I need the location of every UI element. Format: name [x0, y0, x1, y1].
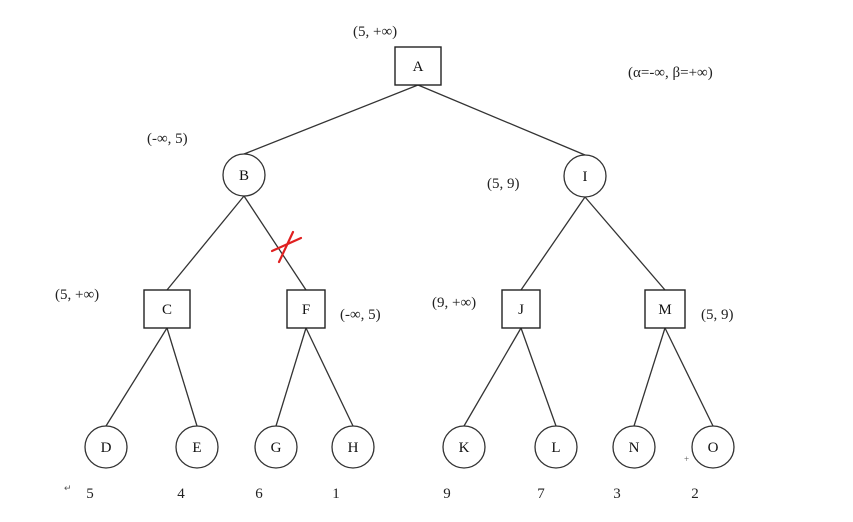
leaf-node-circle — [442, 425, 486, 469]
return-mark: ↵ — [64, 483, 72, 493]
leaf-node-circle — [254, 425, 298, 469]
plus-mark: + — [684, 454, 689, 464]
leaf-value-n: 3 — [613, 486, 621, 502]
node-label-g: G — [271, 440, 282, 456]
min-node-circle — [222, 153, 266, 197]
node-n: N — [612, 425, 656, 469]
edge-i-m — [584, 196, 666, 291]
leaf-value-d: 5 — [86, 486, 94, 502]
node-j: J — [501, 289, 541, 329]
leaf-node-circle — [331, 425, 375, 469]
node-label-h: H — [348, 440, 359, 456]
leaf-node-circle — [84, 425, 128, 469]
node-label-o: O — [708, 440, 719, 456]
node-label-n: N — [629, 440, 640, 456]
leaf-value-e: 4 — [177, 486, 185, 502]
node-label-i: I — [583, 169, 588, 185]
leaf-node-circle — [534, 425, 578, 469]
node-d: D — [84, 425, 128, 469]
edges-layer — [105, 84, 714, 427]
node-h: H — [331, 425, 375, 469]
interval-label-m: (5, 9) — [701, 307, 734, 323]
node-c: C — [143, 289, 191, 329]
leaf-value-l: 7 — [537, 486, 545, 502]
node-label-b: B — [239, 168, 249, 184]
leaf-value-h: 1 — [332, 486, 340, 502]
node-label-k: K — [459, 440, 470, 456]
max-node-box — [143, 289, 191, 329]
max-node-box — [501, 289, 541, 329]
node-label-c: C — [162, 302, 172, 318]
interval-label-i: (5, 9) — [487, 176, 520, 192]
node-label-l: L — [551, 440, 560, 456]
edge-f-g — [275, 327, 307, 427]
edge-a-b — [243, 84, 419, 155]
prune-cut-mark — [270, 230, 303, 264]
interval-label-f: (-∞, 5) — [340, 307, 381, 323]
node-m: M — [644, 289, 686, 329]
edge-i-j — [520, 196, 586, 291]
node-label-m: M — [658, 302, 671, 318]
edge-a-i — [417, 84, 586, 156]
node-l: L — [534, 425, 578, 469]
node-k: K — [442, 425, 486, 469]
max-node-box — [394, 46, 442, 86]
node-f: F — [286, 289, 326, 329]
initial-window-label: (α=-∞, β=+∞) — [628, 65, 713, 81]
interval-label-c: (5, +∞) — [55, 287, 99, 303]
leaf-node-circle — [175, 425, 219, 469]
edge-m-o — [664, 327, 714, 427]
interval-label-a: (5, +∞) — [353, 24, 397, 40]
node-label-j: J — [518, 302, 524, 318]
leaf-node-circle — [612, 425, 656, 469]
max-node-box — [644, 289, 686, 329]
node-i: I — [563, 154, 607, 198]
nodes-layer: A B I C F J M D E G H K L N O — [84, 46, 735, 469]
leaf-node-circle — [691, 425, 735, 469]
node-label-d: D — [101, 440, 112, 456]
leaf-value-o: 2 — [691, 486, 699, 502]
edge-m-n — [633, 327, 666, 427]
node-o: O — [691, 425, 735, 469]
node-label-f: F — [302, 302, 310, 318]
interval-label-j: (9, +∞) — [432, 295, 476, 311]
leaf-value-k: 9 — [443, 486, 451, 502]
edge-f-h — [305, 327, 354, 427]
node-b: B — [222, 153, 266, 197]
node-label-a: A — [413, 59, 424, 75]
node-g: G — [254, 425, 298, 469]
edge-c-e — [166, 327, 198, 427]
edge-b-f — [243, 195, 307, 291]
node-a: A — [394, 46, 442, 86]
max-node-box — [286, 289, 326, 329]
edge-b-c — [166, 195, 245, 291]
edge-j-l — [520, 327, 557, 427]
node-label-e: E — [192, 440, 201, 456]
min-node-circle — [563, 154, 607, 198]
edge-j-k — [463, 327, 522, 427]
interval-label-b: (-∞, 5) — [147, 131, 188, 147]
leaf-value-g: 6 — [255, 486, 263, 502]
edge-c-d — [105, 327, 168, 427]
node-e: E — [175, 425, 219, 469]
